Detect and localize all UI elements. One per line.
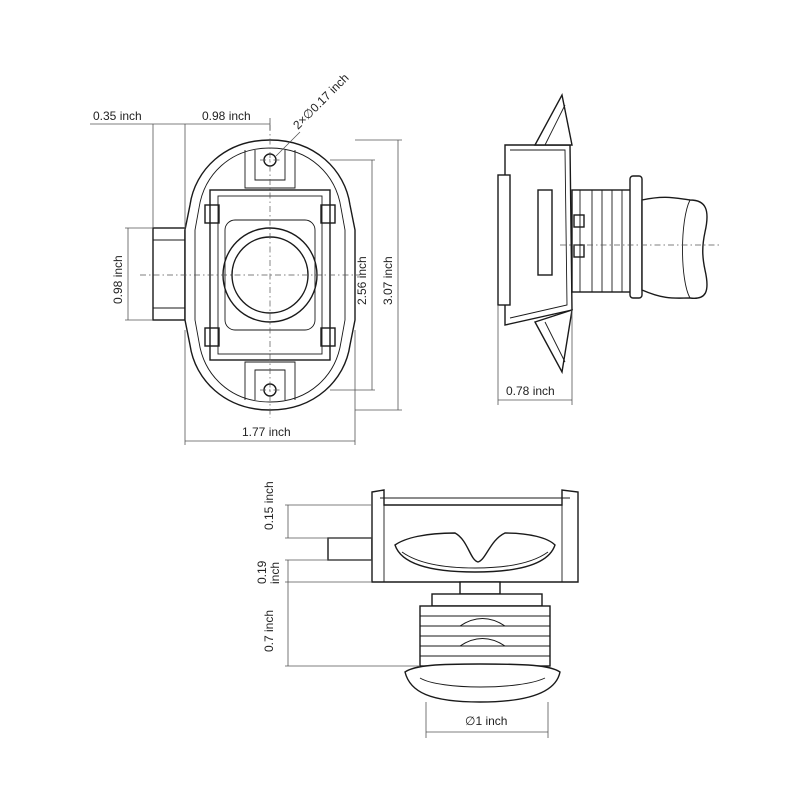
- dim-front-inner-height: 2.56 inch: [355, 256, 369, 305]
- dim-bottom-diameter: ∅1 inch: [465, 714, 507, 728]
- front-dimension-lines: [90, 118, 402, 445]
- bottom-flange: [404, 663, 561, 703]
- side-view: [497, 92, 720, 375]
- dim-bottom-mid-thickness-2: inch: [268, 562, 282, 584]
- side-bottom-wing: [533, 308, 573, 375]
- dim-front-total-height: 3.07 inch: [381, 256, 395, 305]
- side-knob: [641, 196, 708, 299]
- bottom-dimension-lines: [285, 504, 549, 738]
- bottom-latch-pin: [327, 537, 373, 561]
- dim-front-top-width: 0.98 inch: [202, 109, 251, 123]
- dim-bottom-knob-height: 0.7 inch: [262, 610, 276, 652]
- front-latch-stub: [152, 227, 186, 321]
- side-dimension-lines: [497, 305, 573, 405]
- bottom-cradle: [394, 532, 556, 573]
- bottom-view: [327, 489, 579, 703]
- dim-front-total-width: 1.77 inch: [242, 425, 291, 439]
- side-top-wing: [533, 92, 573, 146]
- front-view: [140, 125, 360, 418]
- dim-bottom-top-thickness: 0.15 inch: [262, 481, 276, 530]
- dim-front-left-offset: 0.35 inch: [93, 109, 142, 123]
- dim-bottom-mid-thickness-1: 0.19: [255, 560, 269, 584]
- dim-front-left-height: 0.98 inch: [111, 255, 125, 304]
- dim-hole-spec: 2×∅0.17 inch: [290, 71, 351, 132]
- dim-side-depth: 0.78 inch: [506, 384, 555, 398]
